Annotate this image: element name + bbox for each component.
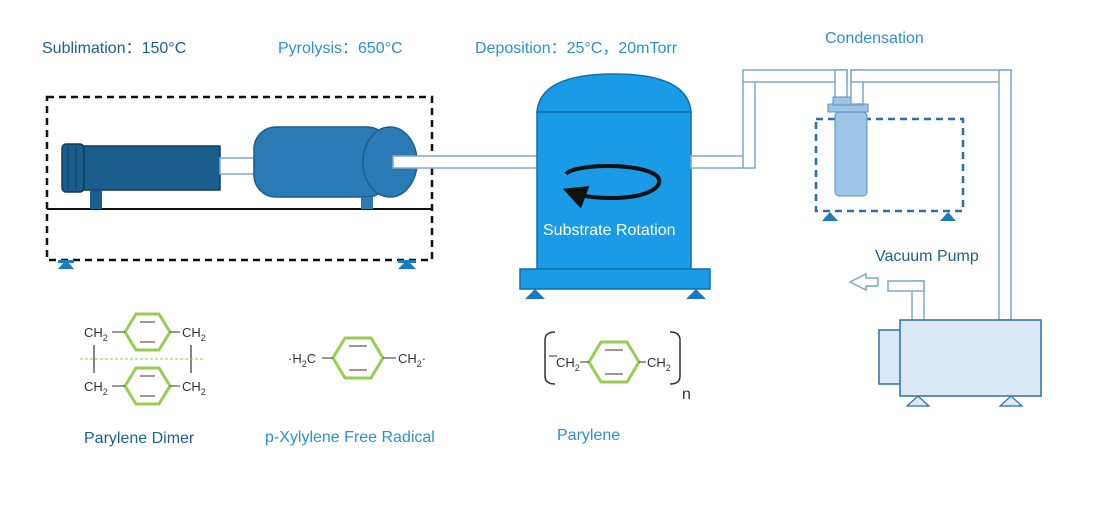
pipe-top-left — [742, 69, 848, 83]
pump-exhaust-top — [887, 280, 925, 292]
trap-foot-left — [822, 212, 838, 221]
dimer-ch2-tr: CH2 — [182, 325, 206, 343]
dimer-label: Parylene Dimer — [84, 430, 195, 447]
vaporizer-cap — [61, 143, 85, 193]
condensation-label: Condensation — [825, 30, 924, 47]
dimer-ch2-tl: CH2 — [84, 325, 108, 343]
deposition-chamber — [519, 73, 711, 299]
pump-motor — [878, 329, 902, 385]
foot-right — [398, 260, 416, 269]
pyrolysis-leg — [361, 197, 373, 209]
chamber-body — [536, 111, 692, 271]
vacuum-pump — [848, 272, 1042, 407]
polymer-label: Parylene — [557, 427, 621, 444]
dimer-structure: CH2 CH2 CH2 CH2 — [80, 312, 206, 406]
chamber-base — [519, 268, 711, 290]
connector-tube — [219, 157, 255, 175]
polymer-ch2-right: CH2 — [647, 355, 671, 373]
chamber-foot-right — [686, 289, 706, 299]
radical-left-group: ·H2C — [288, 351, 316, 369]
polymer-subscript-n: n — [682, 386, 691, 403]
polymer-structure: CH2 CH2 n — [544, 331, 691, 403]
exhaust-arrow-icon — [848, 272, 879, 292]
radical-right-group: CH2· — [398, 351, 426, 369]
deposition-label: Deposition：25°C，20mTorr — [475, 40, 678, 57]
cold-trap-frame — [814, 117, 965, 213]
vaporizer-leg — [90, 190, 102, 209]
dimer-ring-bottom — [123, 366, 172, 406]
pyrolysis-label: Pyrolysis：650°C — [278, 40, 403, 57]
dimer-ch2-bl: CH2 — [84, 379, 108, 397]
substrate-rotation-label: Substrate Rotation — [543, 222, 676, 239]
radical-structure: ·H2C CH2· — [288, 336, 426, 380]
furnace-frame — [45, 95, 434, 262]
pipe-vertical-left — [742, 79, 756, 169]
pipe-down-to-pump — [998, 69, 1012, 321]
pump-body — [899, 319, 1042, 397]
dimer-ch2-br: CH2 — [182, 379, 206, 397]
sublimation-label: Sublimation：150°C — [42, 40, 187, 57]
trap-foot-right — [940, 212, 956, 221]
polymer-bracket-left — [544, 331, 556, 385]
vacuum-pump-label: Vacuum Pump — [875, 248, 979, 265]
chamber-foot-left — [525, 289, 545, 299]
vaporizer-tube — [77, 145, 221, 191]
pipe-top-right — [850, 69, 1012, 83]
pump-foot-left — [905, 395, 931, 407]
cold-trap-vessel — [834, 111, 868, 197]
chamber-dome — [536, 73, 692, 113]
furnace-assembly — [45, 95, 434, 269]
pipe-pyrolysis-chamber — [392, 155, 539, 169]
cold-trap — [814, 96, 965, 221]
polymer-ring — [587, 340, 641, 384]
pump-foot-right — [998, 395, 1024, 407]
radical-ring — [331, 336, 385, 380]
foot-left — [58, 260, 74, 269]
rotation-arrow-icon — [562, 164, 662, 209]
polymer-bracket-right — [669, 331, 681, 385]
dimer-ring-top — [123, 312, 172, 352]
polymer-ch2-left: CH2 — [556, 355, 580, 373]
radical-label: p-Xylylene Free Radical — [265, 429, 435, 446]
